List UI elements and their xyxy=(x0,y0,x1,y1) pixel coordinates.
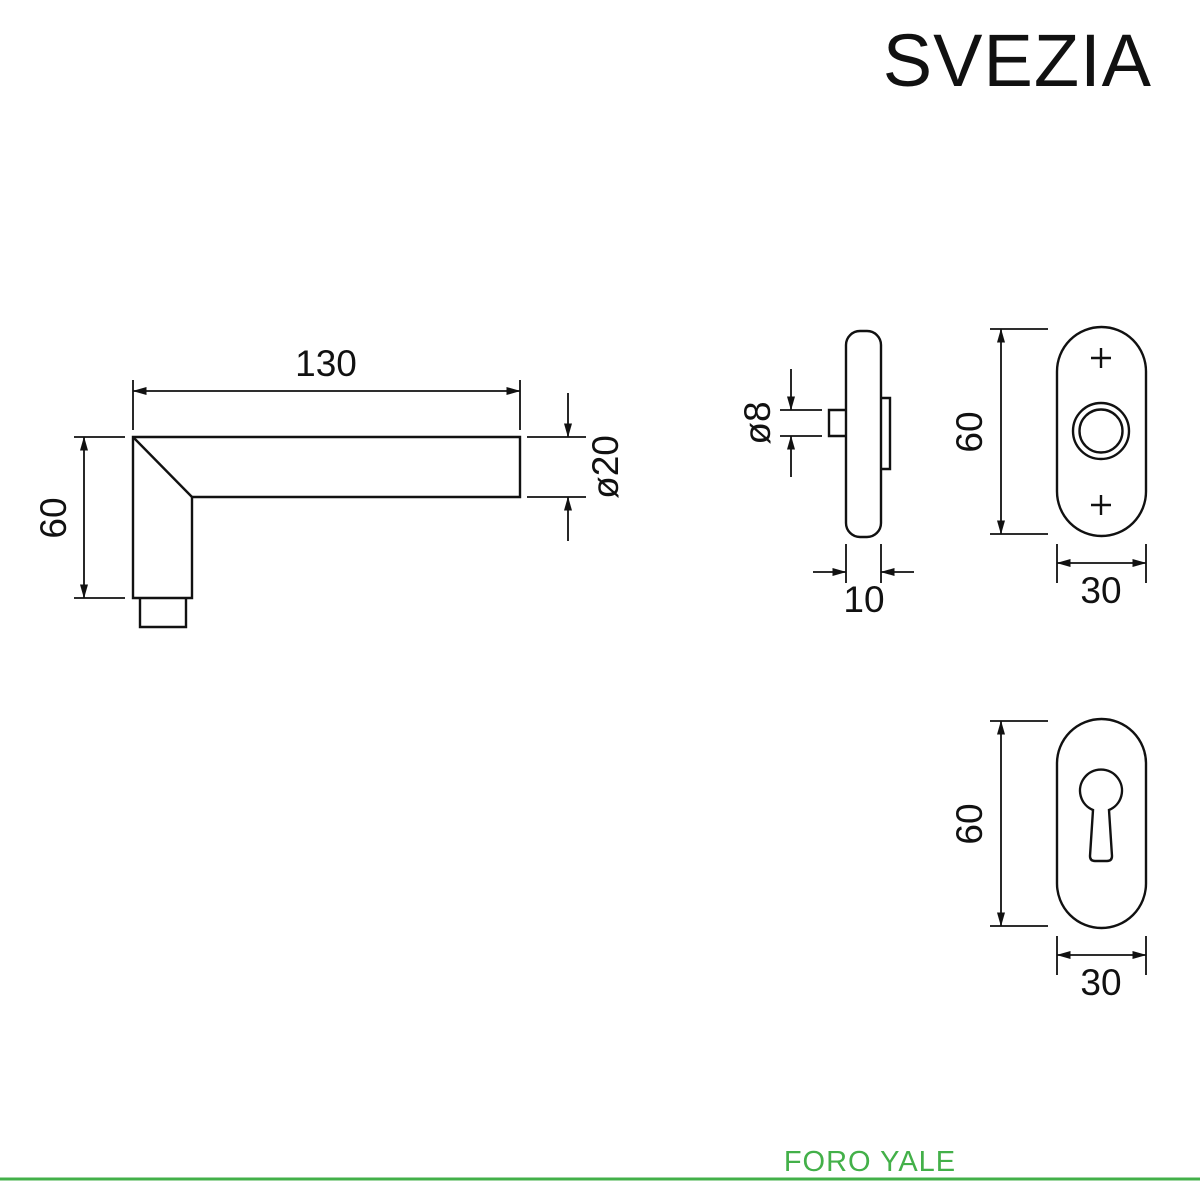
keyhole-cutout xyxy=(1078,768,1124,863)
dim-rosette-width: 30 xyxy=(1056,544,1147,611)
rosette-profile-view xyxy=(827,329,892,539)
plus-mark-bottom xyxy=(1091,495,1111,515)
dim-label-handle-height: 60 xyxy=(33,497,74,538)
dim-label-rosette-width: 30 xyxy=(1080,570,1121,611)
handle-side-view xyxy=(131,435,522,629)
dim-escutcheon-height: 60 xyxy=(949,720,1048,927)
handle-neck xyxy=(138,598,188,629)
rosette-spindle-stub xyxy=(827,408,846,438)
rosette-bore-outer-circle xyxy=(1071,401,1131,461)
dim-spindle-diameter: ø8 xyxy=(737,369,822,477)
dim-handle-diameter: ø20 xyxy=(527,393,626,541)
dim-escutcheon-width: 30 xyxy=(1056,936,1147,1003)
footer-label: FORO YALE xyxy=(784,1146,956,1178)
dim-label-escutcheon-width: 30 xyxy=(1080,962,1121,1003)
rosette-front-outline xyxy=(1055,325,1148,538)
dim-label-rosette-thickness: 10 xyxy=(843,579,884,620)
dim-label-spindle-diameter: ø8 xyxy=(737,401,778,444)
rosette-hub xyxy=(881,396,892,471)
dim-handle-height: 60 xyxy=(33,436,125,599)
dim-rosette-height: 60 xyxy=(949,328,1048,535)
dim-label-rosette-height: 60 xyxy=(949,411,990,452)
escutcheon-outline xyxy=(1055,717,1148,930)
dim-label-handle-diameter: ø20 xyxy=(585,435,626,499)
plus-mark-top xyxy=(1091,348,1111,368)
rosette-front-view xyxy=(1055,325,1148,538)
dim-label-escutcheon-height: 60 xyxy=(949,803,990,844)
rosette-bore-inner-circle xyxy=(1078,408,1124,454)
handle-outline xyxy=(131,435,522,600)
product-title: SVEZIA xyxy=(883,19,1152,102)
dim-rosette-thickness: 10 xyxy=(813,544,914,620)
handle-miter-line xyxy=(132,436,193,498)
dim-handle-length: 130 xyxy=(132,343,521,430)
escutcheon-front-view xyxy=(1055,717,1148,930)
rosette-profile-body xyxy=(844,329,883,539)
dim-label-handle-length: 130 xyxy=(295,343,357,384)
